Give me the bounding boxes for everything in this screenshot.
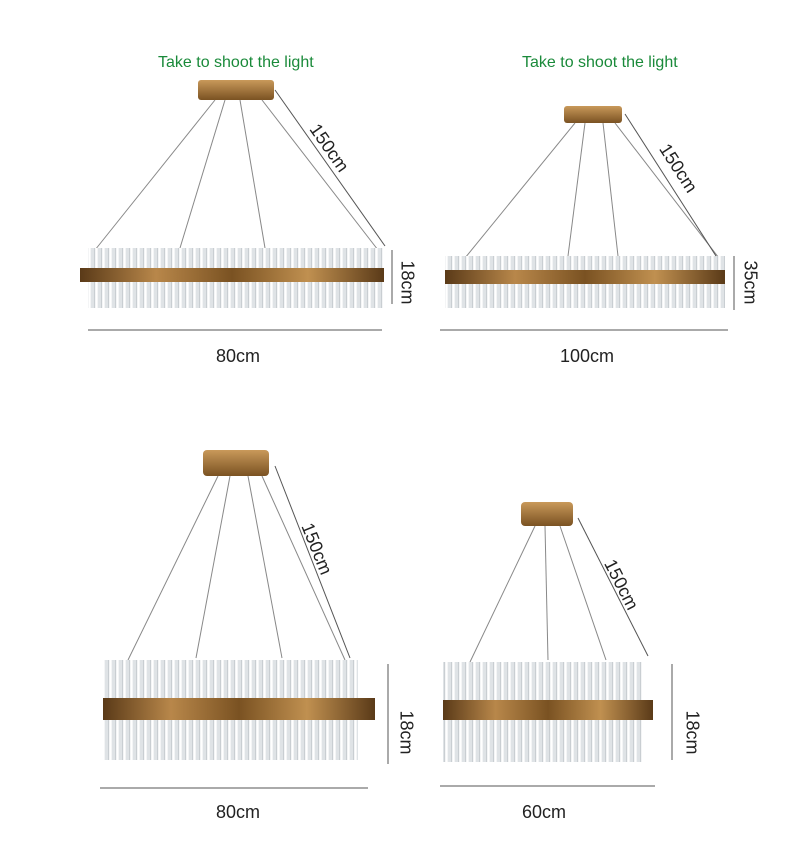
width-label-1: 80cm xyxy=(216,346,261,366)
height-label-2: 35cm xyxy=(740,260,761,305)
note-top-right: Take to shoot the light xyxy=(522,54,678,71)
height-label-1: 18cm xyxy=(397,260,418,305)
chandelier-3 xyxy=(100,450,389,789)
height-label-4: 18cm xyxy=(682,710,703,755)
width-label-3: 80cm xyxy=(216,802,261,822)
height-label-3: 18cm xyxy=(396,710,417,755)
canopy-4 xyxy=(521,502,573,526)
gold-band-3 xyxy=(103,698,375,720)
canopy-2 xyxy=(564,106,622,123)
chandelier-1 xyxy=(80,80,393,331)
canopy-1 xyxy=(198,80,274,100)
chandelier-4 xyxy=(440,502,673,787)
canopy-3 xyxy=(203,450,269,476)
width-label-4: 60cm xyxy=(522,802,567,822)
gold-band-1 xyxy=(80,268,384,282)
note-top-left: Take to shoot the light xyxy=(158,54,314,71)
gold-band-4 xyxy=(443,700,653,720)
gold-band-2 xyxy=(445,270,725,284)
chandelier-2 xyxy=(440,106,735,331)
width-label-2: 100cm xyxy=(560,346,615,366)
